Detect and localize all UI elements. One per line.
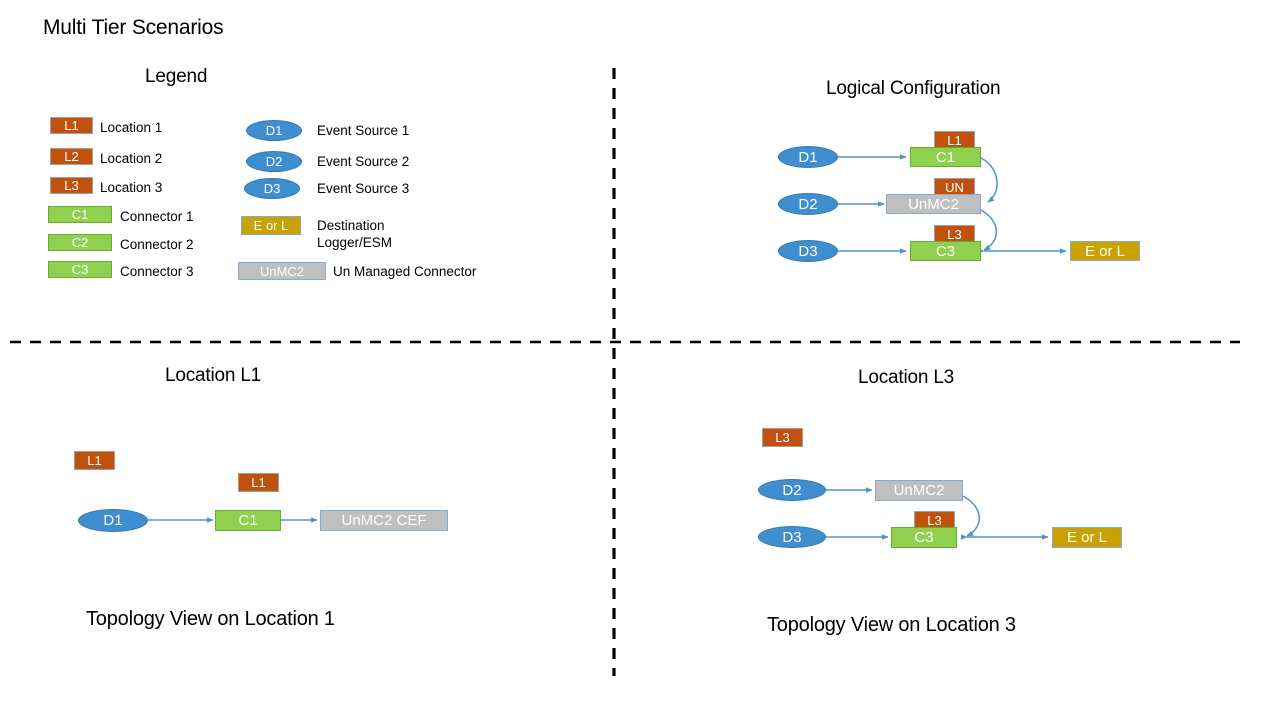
location-l3-heading: Location L3 [858,367,955,388]
legend-connector-2-label: Connector 2 [120,237,194,252]
location-l1-badge: L1 [74,451,115,470]
legend-connector-2-badge: C2 [48,234,112,251]
location-l3-connector-c3: C3 [891,527,957,548]
legend-event-source-1-label: Event Source 1 [317,123,410,138]
legend-connector-3-label: Connector 3 [120,264,194,279]
location-l1-heading: Location L1 [165,365,262,386]
logical-destination-e-or-l: E or L [1070,241,1140,261]
location-l3-unmanaged-connector-unmc2: UnMC2 [875,480,963,501]
location-l3-event-source-d3: D3 [758,526,826,548]
legend-unmanaged-badge: UnMC2 [238,262,326,280]
legend-event-source-3-badge: D3 [244,178,300,199]
legend-location-3-badge: L3 [50,177,93,194]
logical-event-source-d2: D2 [778,193,838,215]
location-l1-caption: Topology View on Location 1 [86,608,335,630]
legend-destination-label-line1: Destination [317,218,385,233]
page-title: Multi Tier Scenarios [43,16,224,39]
legend-location-1-badge: L1 [50,117,93,134]
legend-connector-3-badge: C3 [48,261,112,278]
legend-connector-1-label: Connector 1 [120,209,194,224]
logical-unmanaged-connector-unmc2: UnMC2 [886,194,981,214]
legend-event-source-2-label: Event Source 2 [317,154,410,169]
logical-event-source-d1: D1 [778,146,838,168]
legend-connector-1-badge: C1 [48,206,112,223]
legend-event-source-2-badge: D2 [246,151,302,172]
location-l1-connector-c1: C1 [215,510,281,531]
location-l1-event-source-d1: D1 [78,509,148,532]
logical-configuration-heading: Logical Configuration [826,78,1001,99]
location-l3-destination-e-or-l: E or L [1052,527,1122,548]
location-l3-caption: Topology View on Location 3 [767,614,1016,636]
legend-location-2-label: Location 2 [100,151,163,166]
location-l3-badge: L3 [762,428,803,447]
logical-connector-c3: C3 [910,241,981,261]
legend-heading: Legend [145,66,208,87]
legend-location-2-badge: L2 [50,148,93,165]
location-l3-location-badge-l3: L3 [914,511,955,530]
logical-event-source-d3: D3 [778,240,838,262]
legend-unmanaged-label: Un Managed Connector [333,264,477,279]
legend-location-1-label: Location 1 [100,120,163,135]
location-l1-location-badge-l1: L1 [238,473,279,492]
location-l3-event-source-d2: D2 [758,479,826,501]
logical-location-l1: L1 [934,131,975,149]
legend-event-source-3-label: Event Source 3 [317,181,410,196]
location-l1-unmanaged-connector-cef: UnMC2 CEF [320,510,448,531]
logical-connector-c1: C1 [910,147,981,167]
legend-destination-label-line2: Logger/ESM [317,235,393,250]
legend-destination-badge: E or L [241,216,301,235]
legend-event-source-1-badge: D1 [246,120,302,141]
legend-location-3-label: Location 3 [100,180,163,195]
